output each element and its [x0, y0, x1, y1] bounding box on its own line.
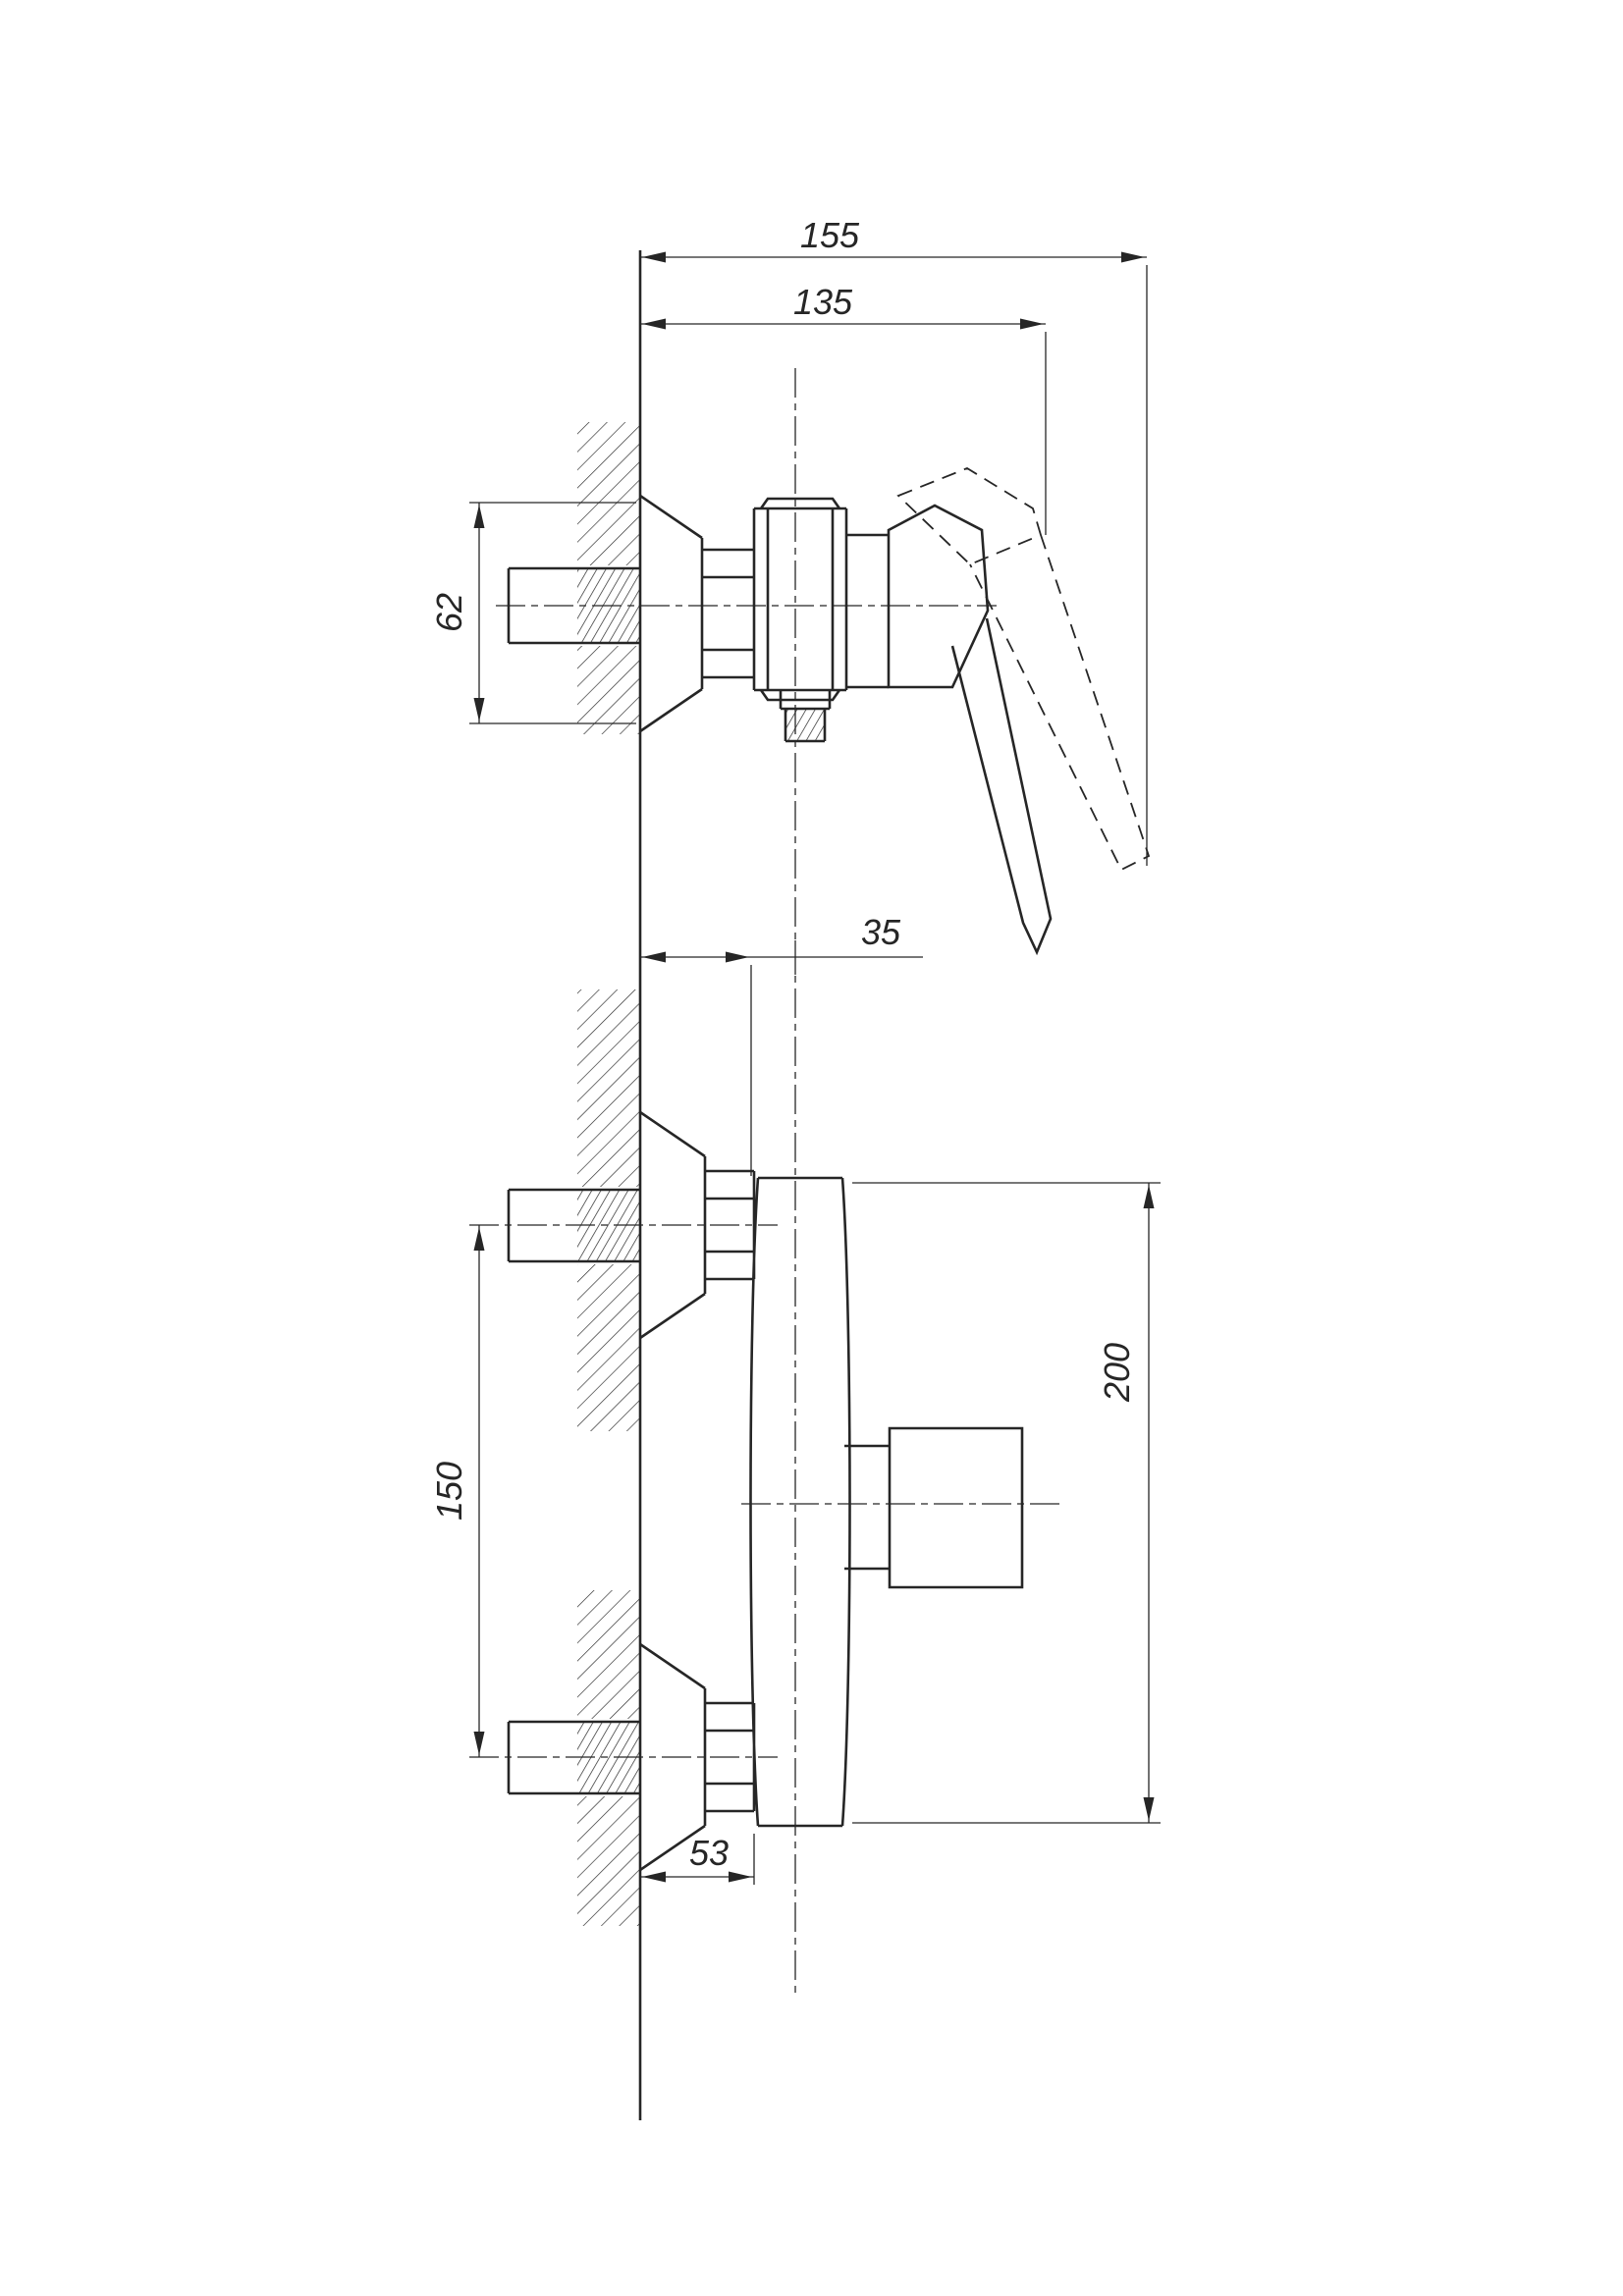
centerlines [469, 368, 1065, 1998]
front-view [507, 1110, 1024, 1872]
lever-handle-phantom-position [896, 466, 1151, 872]
lever-handle [887, 504, 1053, 956]
wall-hatching [577, 422, 640, 1926]
dim-label-overall-depth: 155 [800, 215, 860, 255]
dimension-and-extension-lines [469, 256, 1161, 1885]
dimension-lines: 155 135 62 35 200 150 53 [429, 215, 1161, 1885]
dim-label-handle-reach: 135 [793, 282, 853, 322]
dim-label-wall-to-body-rear: 35 [861, 912, 901, 952]
dim-label-inlet-block-height: 62 [429, 593, 469, 632]
side-view-outline [507, 494, 889, 743]
wall-section [577, 250, 825, 2120]
side-view [507, 466, 1151, 956]
front-view-outline [507, 1110, 1024, 1872]
centerline-set [469, 368, 1065, 1998]
dim-label-inlet-spacing: 150 [429, 1462, 469, 1521]
dim-label-wall-to-body-front: 53 [689, 1833, 729, 1873]
dim-label-body-height: 200 [1097, 1343, 1137, 1403]
